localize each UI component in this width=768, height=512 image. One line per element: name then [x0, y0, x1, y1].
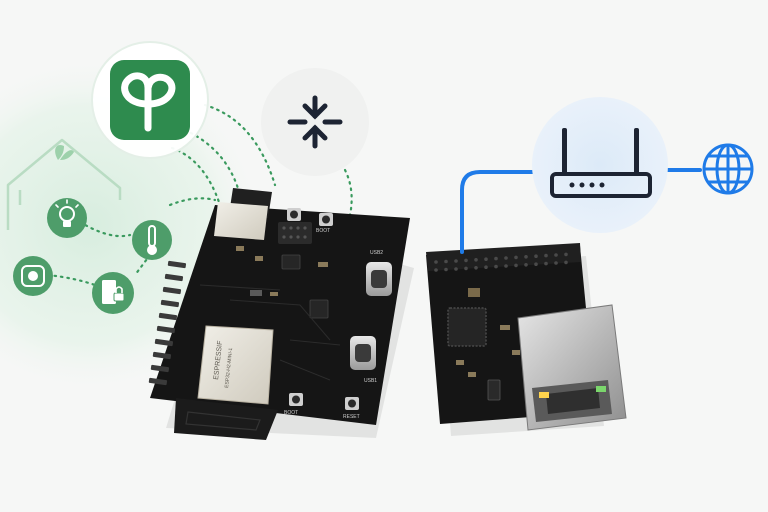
reset-button: [345, 397, 359, 410]
esp32-h2-dev-board: ESPRESSIF ESP32-H2-MINI-1 USB1 USB2 BOOT…: [148, 188, 414, 440]
matter-logo-icon: [91, 41, 209, 159]
sprout-icon: [55, 144, 74, 160]
header-pins-left: [148, 260, 187, 386]
boot-label-top: BOOT: [316, 228, 330, 234]
globe-icon: [702, 143, 754, 195]
usb-label: USB1: [364, 378, 377, 384]
router-icon: [532, 97, 668, 233]
boot-button: [289, 393, 303, 406]
module-model: ESP32-H2-MINI-1: [224, 347, 234, 388]
thread-logo-icon: [261, 68, 369, 176]
usb-c-port-2: [350, 336, 376, 370]
button-top: [287, 208, 301, 221]
thermometer-icon: [132, 220, 172, 260]
button-top-right: [319, 213, 333, 226]
header-pins-top: [278, 222, 312, 244]
ethernet-chip: [447, 307, 487, 347]
house-icon: [6, 138, 122, 230]
usb-label-2: USB2: [370, 250, 383, 256]
door-lock-icon: [92, 272, 134, 314]
esp-module: ESPRESSIF ESP32-H2-MINI-1: [197, 325, 274, 405]
usb-c-port-1: [366, 262, 392, 296]
rj45-jack: [517, 304, 627, 431]
module-brand: ESPRESSIF: [213, 340, 224, 380]
reset-label: RESET: [343, 414, 360, 420]
light-bulb-icon: [47, 198, 87, 238]
camera-icon: [13, 256, 53, 296]
ethernet-board: [426, 243, 627, 436]
boot-label: BOOT: [284, 410, 298, 416]
ethernet-header-pins: [434, 252, 568, 272]
